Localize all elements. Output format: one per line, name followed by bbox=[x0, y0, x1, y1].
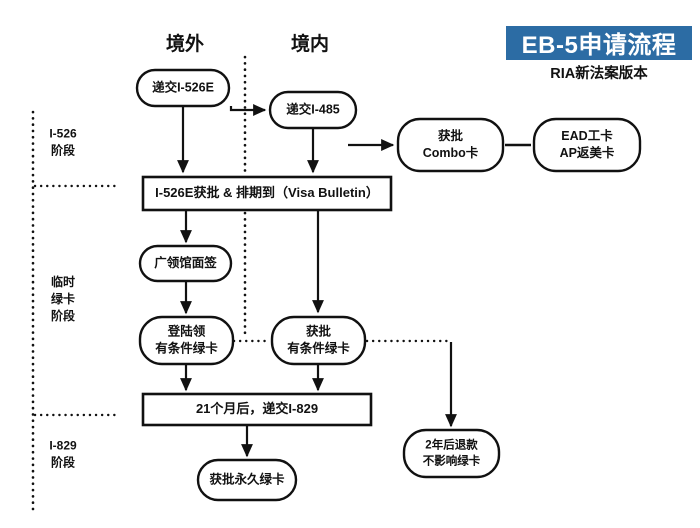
node-label-i526e-approved-visa-bulletin: I-526E获批 & 排期到（Visa Bulletin） bbox=[155, 185, 379, 200]
stage-temp-gc-line1: 临时 bbox=[51, 274, 75, 289]
node-label-refund-after-2-years-line1: 2年后退款 bbox=[425, 438, 478, 452]
node-label-submit-i485: 递交I-485 bbox=[286, 101, 340, 116]
node-label-submit-i526e: 递交I-526E bbox=[152, 79, 214, 94]
column-header-layer: 境外 境内 bbox=[166, 32, 329, 55]
node-label-ead-ap-card-line1: EAD工卡 bbox=[561, 128, 613, 143]
node-label-submit-i829-after-21-months: 21个月后，递交I-829 bbox=[196, 401, 318, 416]
node-approved-combo[interactable]: 获批 Combo卡 bbox=[396, 117, 505, 173]
node-label-approved-combo-line2: Combo卡 bbox=[423, 145, 479, 160]
stage-i829-line2: 阶段 bbox=[51, 455, 76, 470]
column-header-1: 境内 bbox=[291, 32, 329, 55]
node-label-approved-conditional-gc-line2: 有条件绿卡 bbox=[287, 340, 350, 355]
node-label-ead-ap-card-line2: AP返美卡 bbox=[560, 145, 615, 160]
node-shape-submit-i526e bbox=[135, 68, 231, 108]
node-label-refund-after-2-years-line2: 不影响绿卡 bbox=[423, 454, 481, 468]
node-ead-ap-card[interactable]: EAD工卡 AP返美卡 bbox=[532, 117, 642, 173]
stage-i829-line1: I-829 bbox=[49, 439, 77, 453]
node-submit-i829-after-21-months[interactable]: 21个月后，递交I-829 bbox=[141, 392, 373, 427]
node-submit-i526e[interactable]: 递交I-526E bbox=[135, 68, 231, 108]
node-shape-submit-i829-after-21-months bbox=[141, 392, 373, 427]
title-badge: EB-5申请流程 bbox=[506, 26, 692, 60]
stage-i526-line1: I-526 bbox=[49, 127, 77, 141]
divider-layer bbox=[31, 55, 247, 512]
node-shape-consulate-interview bbox=[138, 244, 233, 283]
node-shape-approved-conditional-gc bbox=[270, 315, 367, 366]
node-label-permanent-green-card: 获批永久绿卡 bbox=[209, 471, 285, 486]
column-header-0: 境外 bbox=[166, 32, 204, 55]
node-i526e-approved-visa-bulletin[interactable]: I-526E获批 & 排期到（Visa Bulletin） bbox=[141, 175, 393, 212]
node-label-approved-combo-line1: 获批 bbox=[438, 128, 464, 143]
stage-i526-line2: 阶段 bbox=[51, 143, 76, 158]
node-shape-submit-i485 bbox=[268, 90, 358, 130]
node-label-approved-conditional-gc-line1: 获批 bbox=[306, 323, 332, 338]
node-consulate-interview[interactable]: 广领馆面签 bbox=[138, 244, 233, 283]
node-permanent-green-card[interactable]: 获批永久绿卡 bbox=[196, 458, 298, 502]
node-shape-approved-combo bbox=[396, 117, 505, 173]
stage-temp-gc-line3: 阶段 bbox=[51, 308, 76, 323]
node-shape-permanent-green-card bbox=[196, 458, 298, 502]
node-label-consulate-interview: 广领馆面签 bbox=[154, 255, 217, 270]
edge-i526e-to-i485 bbox=[229, 104, 267, 116]
node-shape-i526e-approved-visa-bulletin bbox=[141, 175, 393, 212]
node-shape-land-conditional-gc bbox=[138, 315, 235, 366]
node-shape-ead-ap-card bbox=[532, 117, 642, 173]
node-shape-refund-after-2-years bbox=[402, 428, 501, 479]
node-label-land-conditional-gc-line1: 登陆领 bbox=[167, 323, 206, 338]
title-subtitle: RIA新法案版本 bbox=[550, 66, 648, 82]
node-label-land-conditional-gc-line2: 有条件绿卡 bbox=[155, 340, 218, 355]
node-submit-i485[interactable]: 递交I-485 bbox=[268, 90, 358, 130]
node-layer: 递交I-526E 递交I-485 获批 Combo卡 EAD工卡 AP返美卡 I-526E获… bbox=[135, 68, 642, 502]
connector-layer bbox=[177, 104, 531, 458]
stage-temp-gc-line2: 绿卡 bbox=[51, 291, 75, 306]
